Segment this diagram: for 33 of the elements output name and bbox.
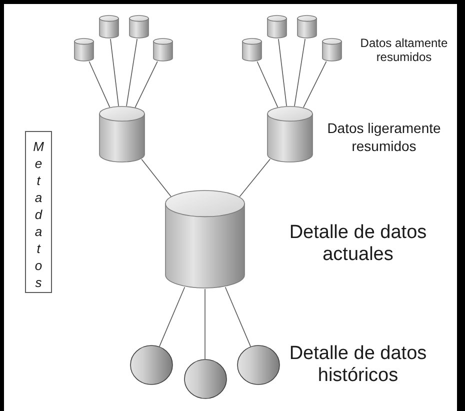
database-cylinder bbox=[99, 15, 119, 39]
connector-line bbox=[239, 158, 270, 198]
connector-line bbox=[224, 286, 251, 347]
database-cylinder bbox=[74, 38, 94, 62]
bordered-panel bbox=[25, 131, 52, 293]
vertical-text: Metadatos bbox=[32, 138, 48, 291]
level-caption: Datos altamente resumidos bbox=[359, 36, 449, 64]
database-cylinder bbox=[129, 15, 149, 39]
connector-line bbox=[294, 38, 306, 107]
connector-line bbox=[110, 38, 119, 106]
connector-line bbox=[204, 288, 206, 360]
level-caption: Detalle de datos actuales bbox=[288, 222, 428, 266]
connector-line bbox=[88, 61, 110, 108]
connector-line bbox=[126, 38, 138, 107]
database-cylinder bbox=[99, 106, 145, 163]
level-caption: Datos ligeramente resumidos bbox=[326, 119, 442, 155]
database-cylinder bbox=[165, 190, 245, 289]
shaded-sphere bbox=[237, 345, 280, 385]
connector-line bbox=[141, 158, 172, 197]
shaded-sphere bbox=[130, 345, 173, 385]
database-cylinder bbox=[267, 15, 287, 39]
connector-line bbox=[278, 38, 287, 106]
connector-line bbox=[159, 286, 186, 347]
database-cylinder bbox=[267, 106, 313, 163]
level-caption: Detalle de datos históricos bbox=[288, 343, 428, 387]
database-cylinder bbox=[153, 38, 173, 62]
connector-line bbox=[256, 61, 278, 108]
database-cylinder bbox=[297, 15, 317, 39]
shaded-sphere bbox=[184, 359, 226, 399]
connector-line bbox=[134, 61, 158, 108]
database-cylinder bbox=[242, 38, 262, 62]
connector-line bbox=[303, 61, 327, 108]
database-cylinder bbox=[322, 38, 342, 62]
